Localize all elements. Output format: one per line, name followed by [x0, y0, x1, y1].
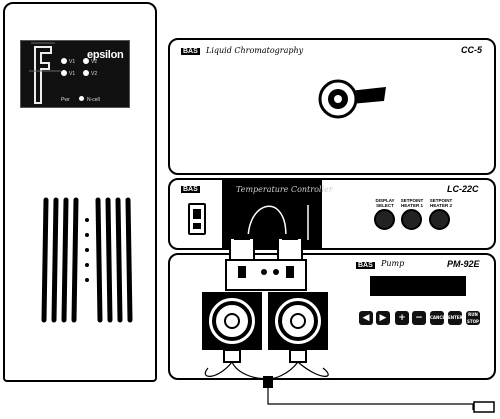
- plus-button[interactable]: +: [395, 311, 409, 325]
- channel-led: [61, 58, 67, 64]
- cc5-subtitle: Liquid Chromatography: [206, 46, 304, 55]
- cc5-module: [168, 38, 496, 175]
- cc5-brand: BAS: [181, 48, 200, 55]
- pm92e-model: PM-92E: [447, 259, 480, 269]
- minus-button[interactable]: −: [412, 311, 426, 325]
- epsilon-logo-mark: [29, 42, 61, 104]
- setpoint-heater1-knob[interactable]: [401, 209, 422, 230]
- lc22c-subtitle: Temperature Controller: [236, 185, 333, 194]
- channel-label: V1: [69, 71, 76, 77]
- epsilon-brand-label: epsilon: [87, 49, 124, 61]
- cancel-button[interactable]: CANCEL: [430, 311, 448, 325]
- cell-selector-knob[interactable]: [312, 75, 392, 125]
- channel-led: [83, 58, 89, 64]
- setpoint-heater2-knob[interactable]: [429, 209, 450, 230]
- pm92e-subtitle: Pump: [381, 259, 405, 268]
- channel-led: [83, 70, 89, 76]
- knob-label: DISPLAY SELECT: [375, 198, 395, 208]
- knob-label: SETPOINT HEATER 2: [429, 198, 453, 208]
- power-led: [79, 96, 84, 101]
- channel-label: V2: [91, 71, 98, 77]
- lc22c-brand: BAS: [181, 186, 200, 193]
- cell-label: N-cell: [87, 97, 100, 103]
- cc5-model: CC-5: [461, 45, 483, 55]
- channel-led: [61, 70, 67, 76]
- pump-plumbing-illustration: [168, 180, 498, 414]
- display-select-knob[interactable]: [374, 209, 395, 230]
- pump-lcd-display: [370, 276, 466, 296]
- channel-label: V2: [91, 59, 98, 65]
- lc22c-model: LC-22C: [447, 184, 479, 194]
- run-stop-button[interactable]: RUN STOP: [466, 311, 480, 325]
- power-label: Pwr: [61, 97, 70, 103]
- power-switch[interactable]: [188, 203, 206, 235]
- pm92e-brand: BAS: [356, 262, 375, 269]
- vent-grille: [38, 190, 138, 330]
- left-arrow-button[interactable]: ◀: [359, 311, 373, 325]
- channel-label: V1: [69, 59, 76, 65]
- epsilon-front-panel: epsilon V1 V2 V1 V2 Pwr N-cell: [20, 40, 130, 108]
- enter-button[interactable]: ENTER: [448, 311, 463, 325]
- knob-label: SETPOINT HEATER 1: [400, 198, 424, 208]
- right-arrow-button[interactable]: ▶: [376, 311, 390, 325]
